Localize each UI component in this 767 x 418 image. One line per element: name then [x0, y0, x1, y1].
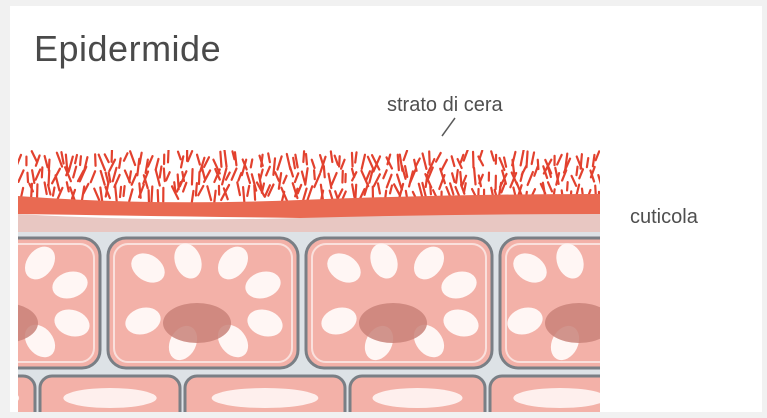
wax-rod	[49, 160, 50, 171]
lower-cells	[0, 376, 630, 418]
wax-rod	[352, 153, 353, 167]
wax-rod	[48, 170, 49, 186]
wax-rod	[158, 190, 159, 204]
wax-rod	[331, 151, 333, 162]
wax-rod	[251, 159, 252, 167]
wax-rod	[587, 158, 588, 167]
wax-rod	[53, 188, 54, 196]
lower-vacuole	[513, 388, 606, 408]
wax-rod	[119, 158, 120, 167]
wax-rod	[164, 168, 165, 181]
lower-vacuole	[63, 388, 156, 408]
wax-rod	[254, 185, 255, 199]
wax-rod	[196, 183, 197, 195]
wax-rod	[243, 187, 244, 202]
wax-leader-line	[442, 118, 455, 136]
wax-rod	[174, 182, 175, 193]
nucleus	[163, 303, 231, 343]
wax-rod	[120, 187, 121, 197]
vacuole	[594, 241, 636, 285]
wax-rod	[80, 156, 81, 165]
wax-rod	[526, 152, 527, 168]
nucleus	[545, 303, 613, 343]
wax-rod	[168, 150, 169, 162]
wax-rod	[303, 151, 304, 162]
wax-rod	[324, 166, 325, 177]
vacuole	[0, 321, 10, 365]
lower-vacuole	[0, 388, 19, 408]
vacuole	[0, 240, 13, 283]
vacuole	[624, 267, 666, 302]
lower-vacuole	[212, 388, 319, 408]
vacuole	[594, 319, 637, 363]
epidermal-cells	[0, 238, 670, 368]
wax-rod	[355, 152, 356, 162]
wax-rod	[314, 170, 315, 179]
wax-rod	[398, 155, 399, 170]
wax-rod	[567, 182, 568, 190]
nucleus	[359, 303, 427, 343]
lower-cell	[0, 376, 35, 418]
lower-vacuole	[373, 388, 463, 408]
wax-rod	[581, 154, 582, 168]
wax-rod	[576, 167, 577, 175]
wax-rod	[593, 155, 595, 166]
wax-rod	[261, 155, 262, 167]
wax-rod	[124, 186, 125, 196]
wax-rod	[27, 173, 28, 182]
wax-rod	[306, 154, 307, 164]
wax-rod	[220, 152, 221, 167]
wax-rod	[214, 191, 215, 203]
wax-rod	[151, 186, 152, 202]
wax-rod	[192, 169, 193, 184]
vacuole	[626, 305, 668, 341]
wax-rod	[235, 152, 236, 165]
wax-rod	[474, 168, 475, 184]
wax-rod	[430, 186, 431, 194]
wax-rod	[339, 156, 340, 166]
